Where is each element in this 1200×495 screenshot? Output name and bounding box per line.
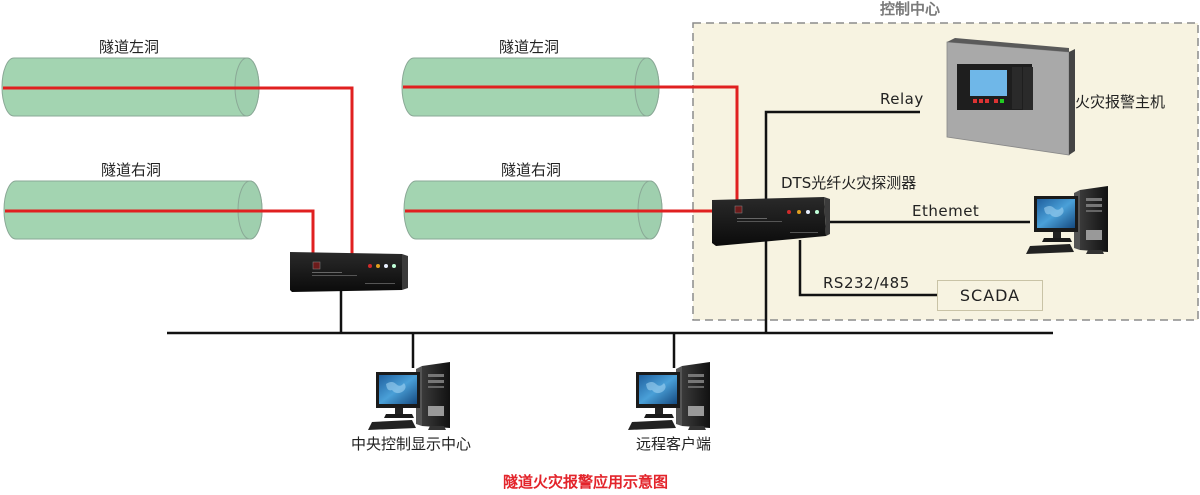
control-center-title: 控制中心: [880, 0, 941, 18]
fire-alarm-host-label: 火灾报警主机: [1075, 93, 1166, 111]
central-display-pc: [368, 362, 450, 430]
fire-alarm-host: [946, 38, 1075, 156]
tunnel-right-2-label: 隧道右洞: [501, 161, 562, 179]
ethernet-label: Ethemet: [912, 202, 980, 220]
remote-client-label: 远程客户端: [636, 435, 712, 453]
central-display-label: 中央控制显示中心: [351, 435, 472, 453]
dts-detector-label: DTS光纤火灾探测器: [781, 174, 917, 192]
relay-label: Relay: [880, 90, 924, 108]
control-center-area: [692, 22, 1199, 321]
dts-device-1: [290, 252, 408, 292]
serial-line: [798, 240, 937, 297]
fiber-line-left-1: [3, 86, 354, 255]
fiber-line-right-1: [5, 209, 315, 255]
fiber-line-left-2: [403, 85, 739, 200]
tunnel-left-1-label: 隧道左洞: [99, 38, 160, 56]
tunnel-left-2-label: 隧道左洞: [499, 38, 560, 56]
scada-box: SCADA: [937, 280, 1043, 311]
relay-line: [764, 110, 920, 333]
dts-device-2: [712, 197, 830, 246]
serial-label: RS232/485: [823, 274, 910, 292]
remote-client-pc: [628, 362, 710, 430]
diagram-caption: 隧道火灾报警应用示意图: [503, 473, 669, 491]
tunnel-right-1-label: 隧道右洞: [101, 161, 162, 179]
